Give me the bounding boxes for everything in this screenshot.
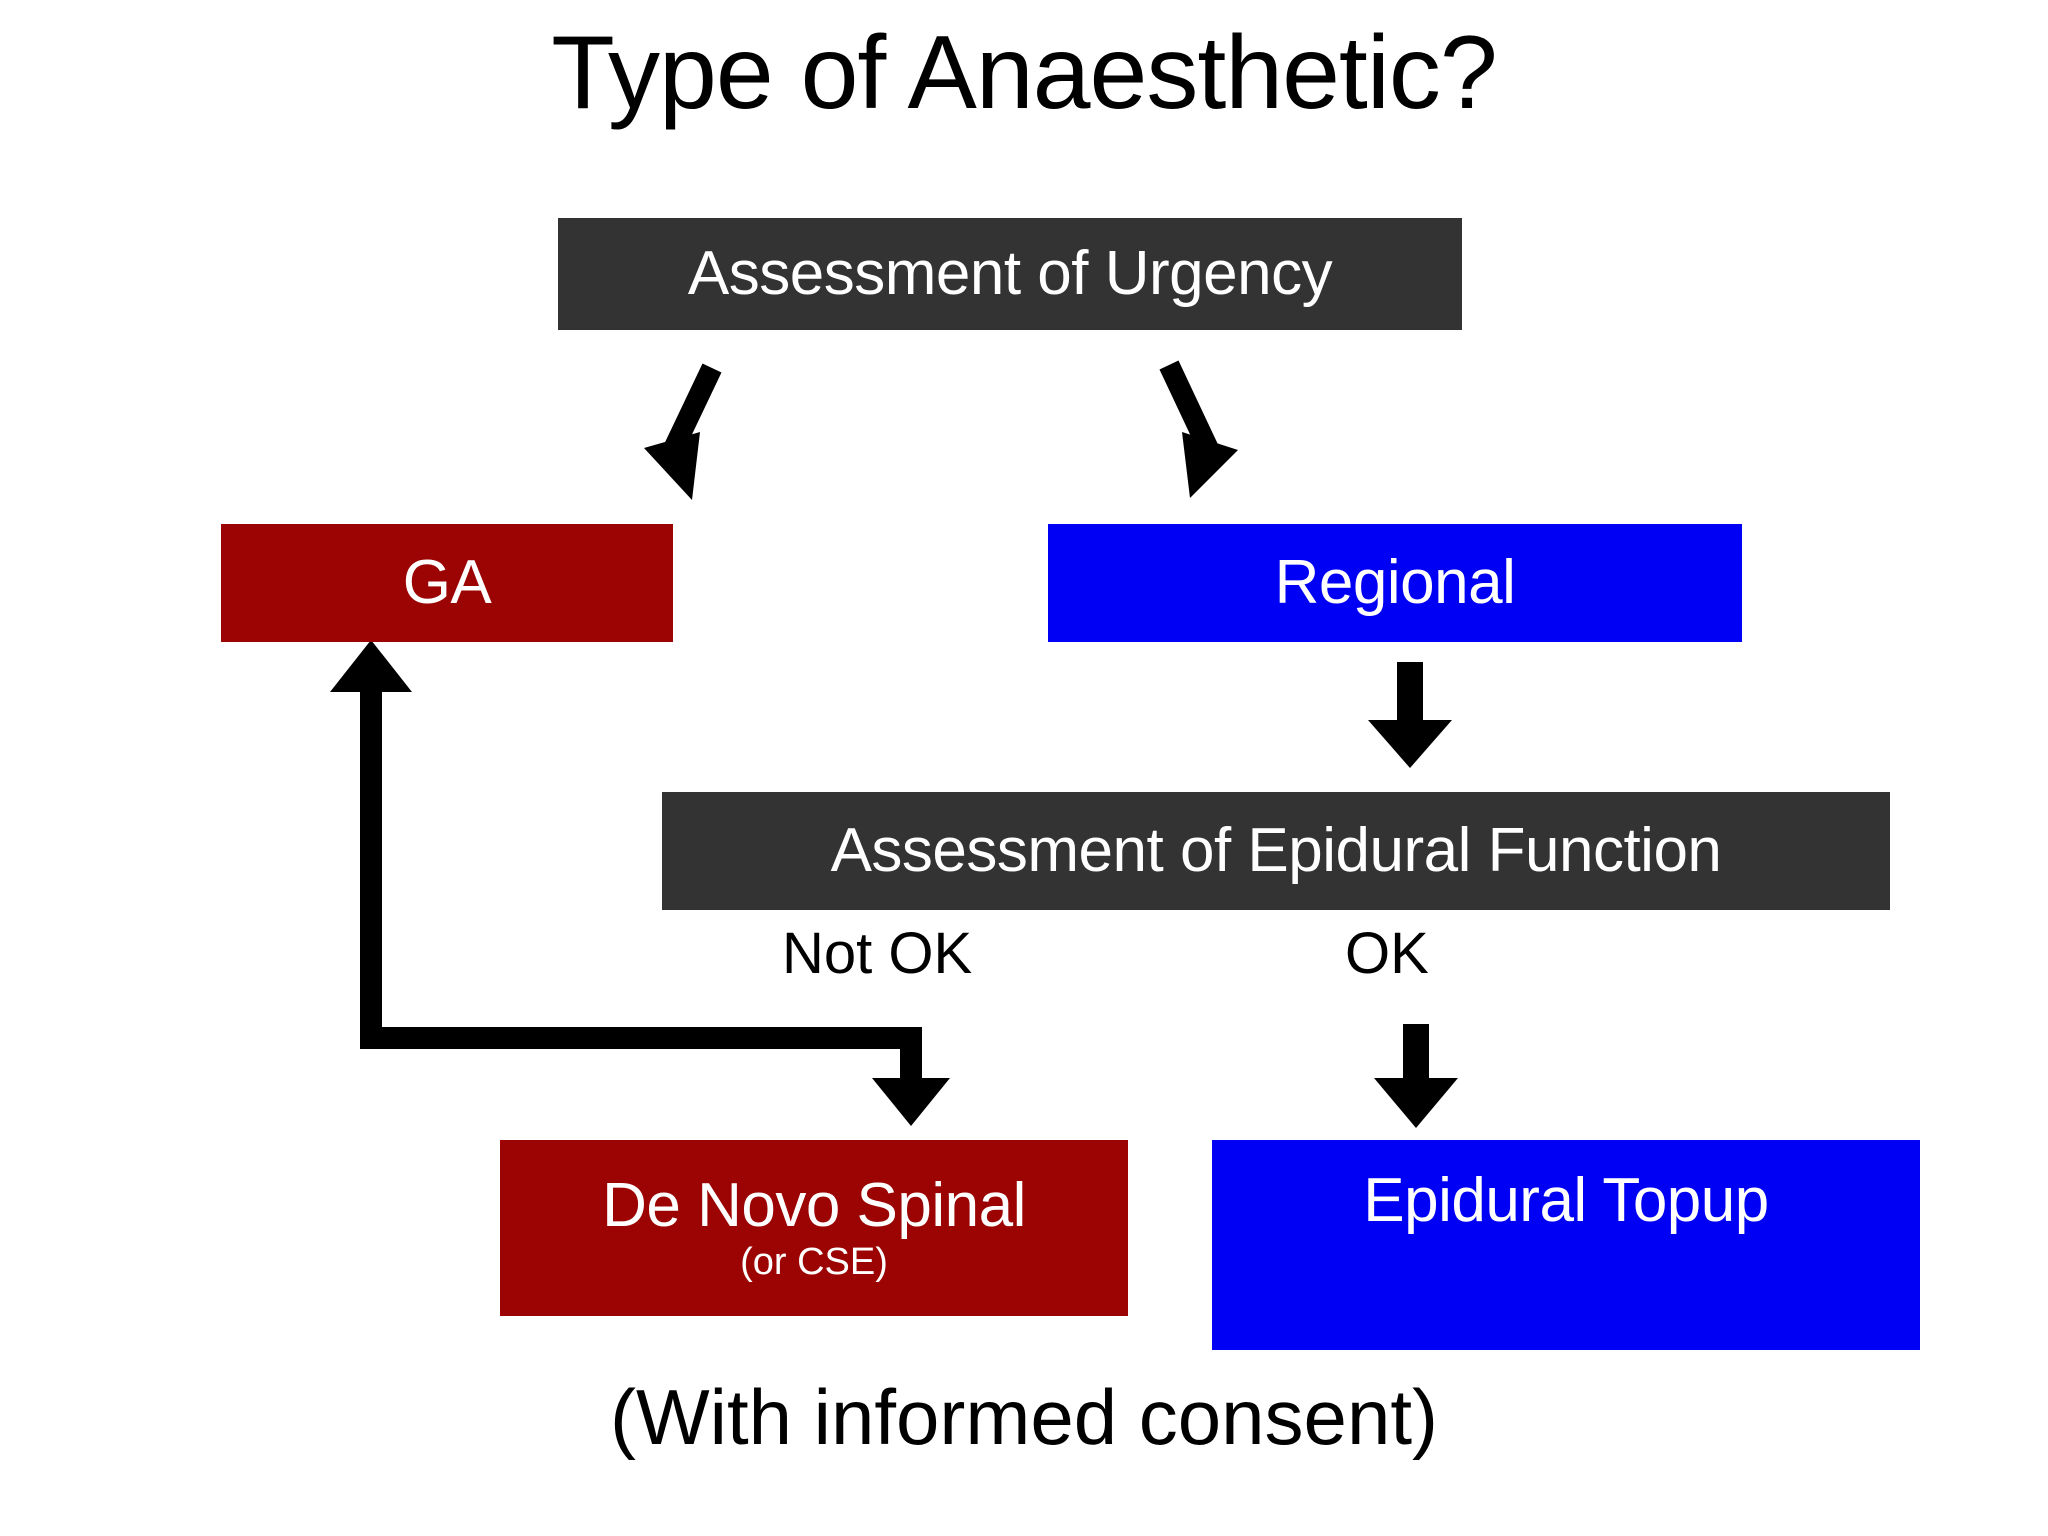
node-label: Regional xyxy=(1274,548,1516,617)
node-sublabel: (or CSE) xyxy=(740,1241,888,1283)
node-regional[interactable]: Regional xyxy=(1048,524,1742,642)
node-label: GA xyxy=(402,548,492,617)
arrow-ok-to-epidural-topup xyxy=(1374,1024,1458,1128)
arrow-regional-to-epidural-assessment xyxy=(1368,662,1452,768)
arrow-urgency-to-regional xyxy=(1159,360,1238,498)
node-label: Epidural Topup xyxy=(1363,1166,1769,1235)
edge-label-not-ok: Not OK xyxy=(782,921,973,986)
node-label: Assessment of Urgency xyxy=(687,239,1333,308)
footnote-informed-consent: (With informed consent) xyxy=(610,1373,1438,1461)
arrow-urgency-to-ga xyxy=(644,363,722,500)
node-assessment-of-urgency[interactable]: Assessment of Urgency xyxy=(558,218,1462,330)
node-de-novo-spinal[interactable]: De Novo Spinal (or CSE) xyxy=(500,1140,1128,1316)
page-title: Type of Anaesthetic? xyxy=(551,15,1498,131)
edge-label-ok: OK xyxy=(1345,921,1429,986)
node-assessment-of-epidural-function[interactable]: Assessment of Epidural Function xyxy=(662,792,1890,910)
node-label: Assessment of Epidural Function xyxy=(830,816,1722,885)
arrow-notok-to-de-novo-spinal xyxy=(872,1027,950,1126)
node-epidural-topup[interactable]: Epidural Topup xyxy=(1212,1140,1920,1350)
node-label: De Novo Spinal xyxy=(602,1171,1026,1240)
node-ga[interactable]: GA xyxy=(221,524,673,642)
